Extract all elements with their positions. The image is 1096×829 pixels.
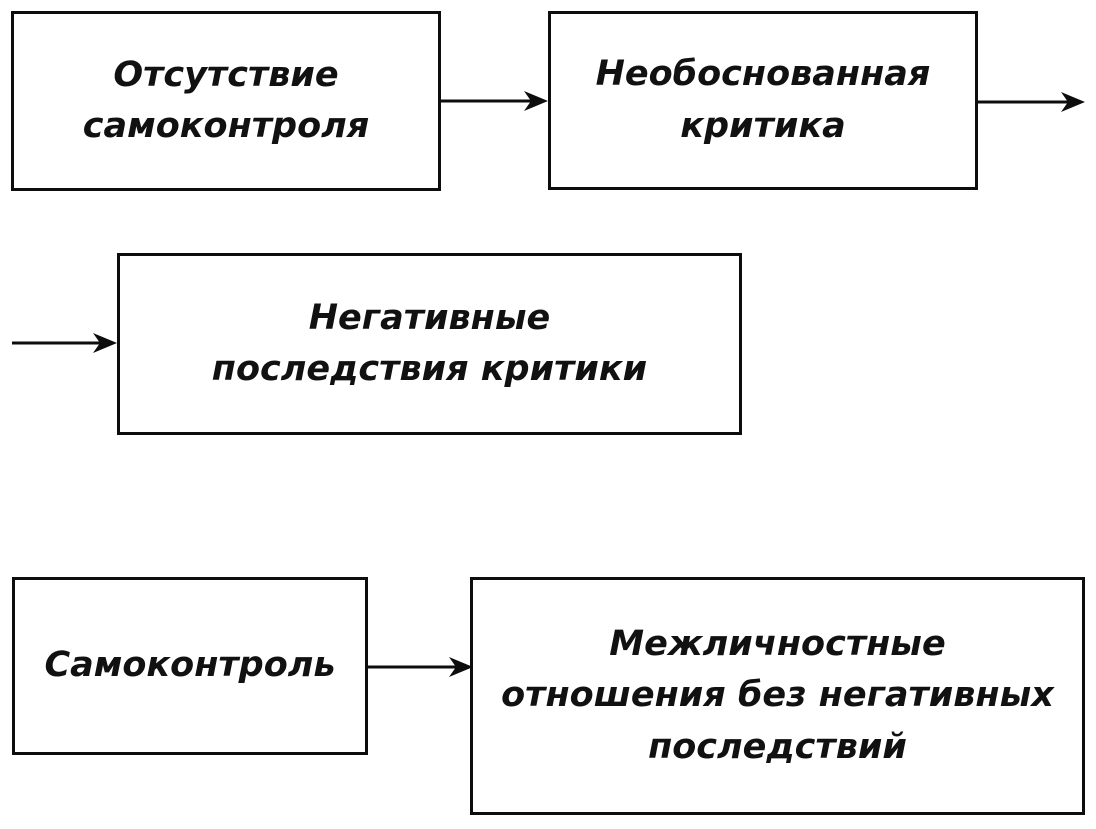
node-negative-consequences-of-criticism: Негативные последствия критики (117, 253, 742, 435)
node-label: Отсутствие самоконтроля (82, 54, 370, 146)
node-unjustified-criticism: Необоснованная критика (548, 11, 978, 190)
node-label: Негативные последствия критики (211, 297, 648, 389)
arrow-criticism-to-offscreen-right (978, 92, 1085, 112)
node-self-control: Самоконтроль (12, 577, 368, 755)
node-label: Необоснованная критика (595, 54, 931, 146)
node-interpersonal-relations-without-negative-consequences: Межличностные отношения без негативных п… (470, 577, 1085, 815)
arrow-selfcontrol-to-relations (368, 657, 473, 677)
node-absence-of-self-control: Отсутствие самоконтроля (11, 11, 441, 191)
arrow-offscreen-left-to-consequences (12, 333, 117, 353)
node-label: Межличностные отношения без негативных п… (501, 623, 1054, 767)
arrow-absence-to-criticism (441, 91, 548, 111)
node-label: Самоконтроль (44, 645, 336, 686)
